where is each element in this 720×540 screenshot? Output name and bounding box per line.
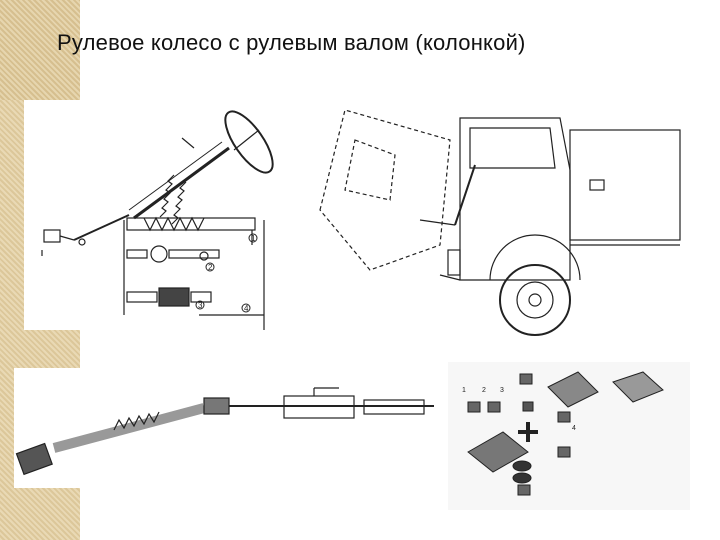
callout-1: 1 xyxy=(251,234,256,243)
figure-steering-shaft xyxy=(14,368,444,488)
figure-steering-column: 1 2 3 4 xyxy=(24,100,274,330)
figure-universal-joint-parts: 1 2 3 4 xyxy=(448,362,690,510)
parts-callout-3: 3 xyxy=(500,387,504,394)
callout-3: 3 xyxy=(198,301,203,310)
steering-shaft-drawing xyxy=(15,387,434,476)
figure-truck-cab xyxy=(300,100,700,350)
steering-column-drawing: 1 2 3 4 xyxy=(41,110,274,330)
decorative-stripe-top xyxy=(0,0,80,100)
slide-title: Рулевое колесо с рулевым валом (колонкой… xyxy=(57,30,526,55)
parts-callout-4: 4 xyxy=(572,425,576,432)
parts-callout-1: 1 xyxy=(462,387,466,394)
callout-2: 2 xyxy=(208,263,213,272)
callout-4: 4 xyxy=(244,304,249,313)
universal-joint-parts-drawing: 1 2 3 4 xyxy=(462,371,664,496)
parts-callout-2: 2 xyxy=(482,387,486,394)
truck-cab-drawing xyxy=(319,109,681,336)
